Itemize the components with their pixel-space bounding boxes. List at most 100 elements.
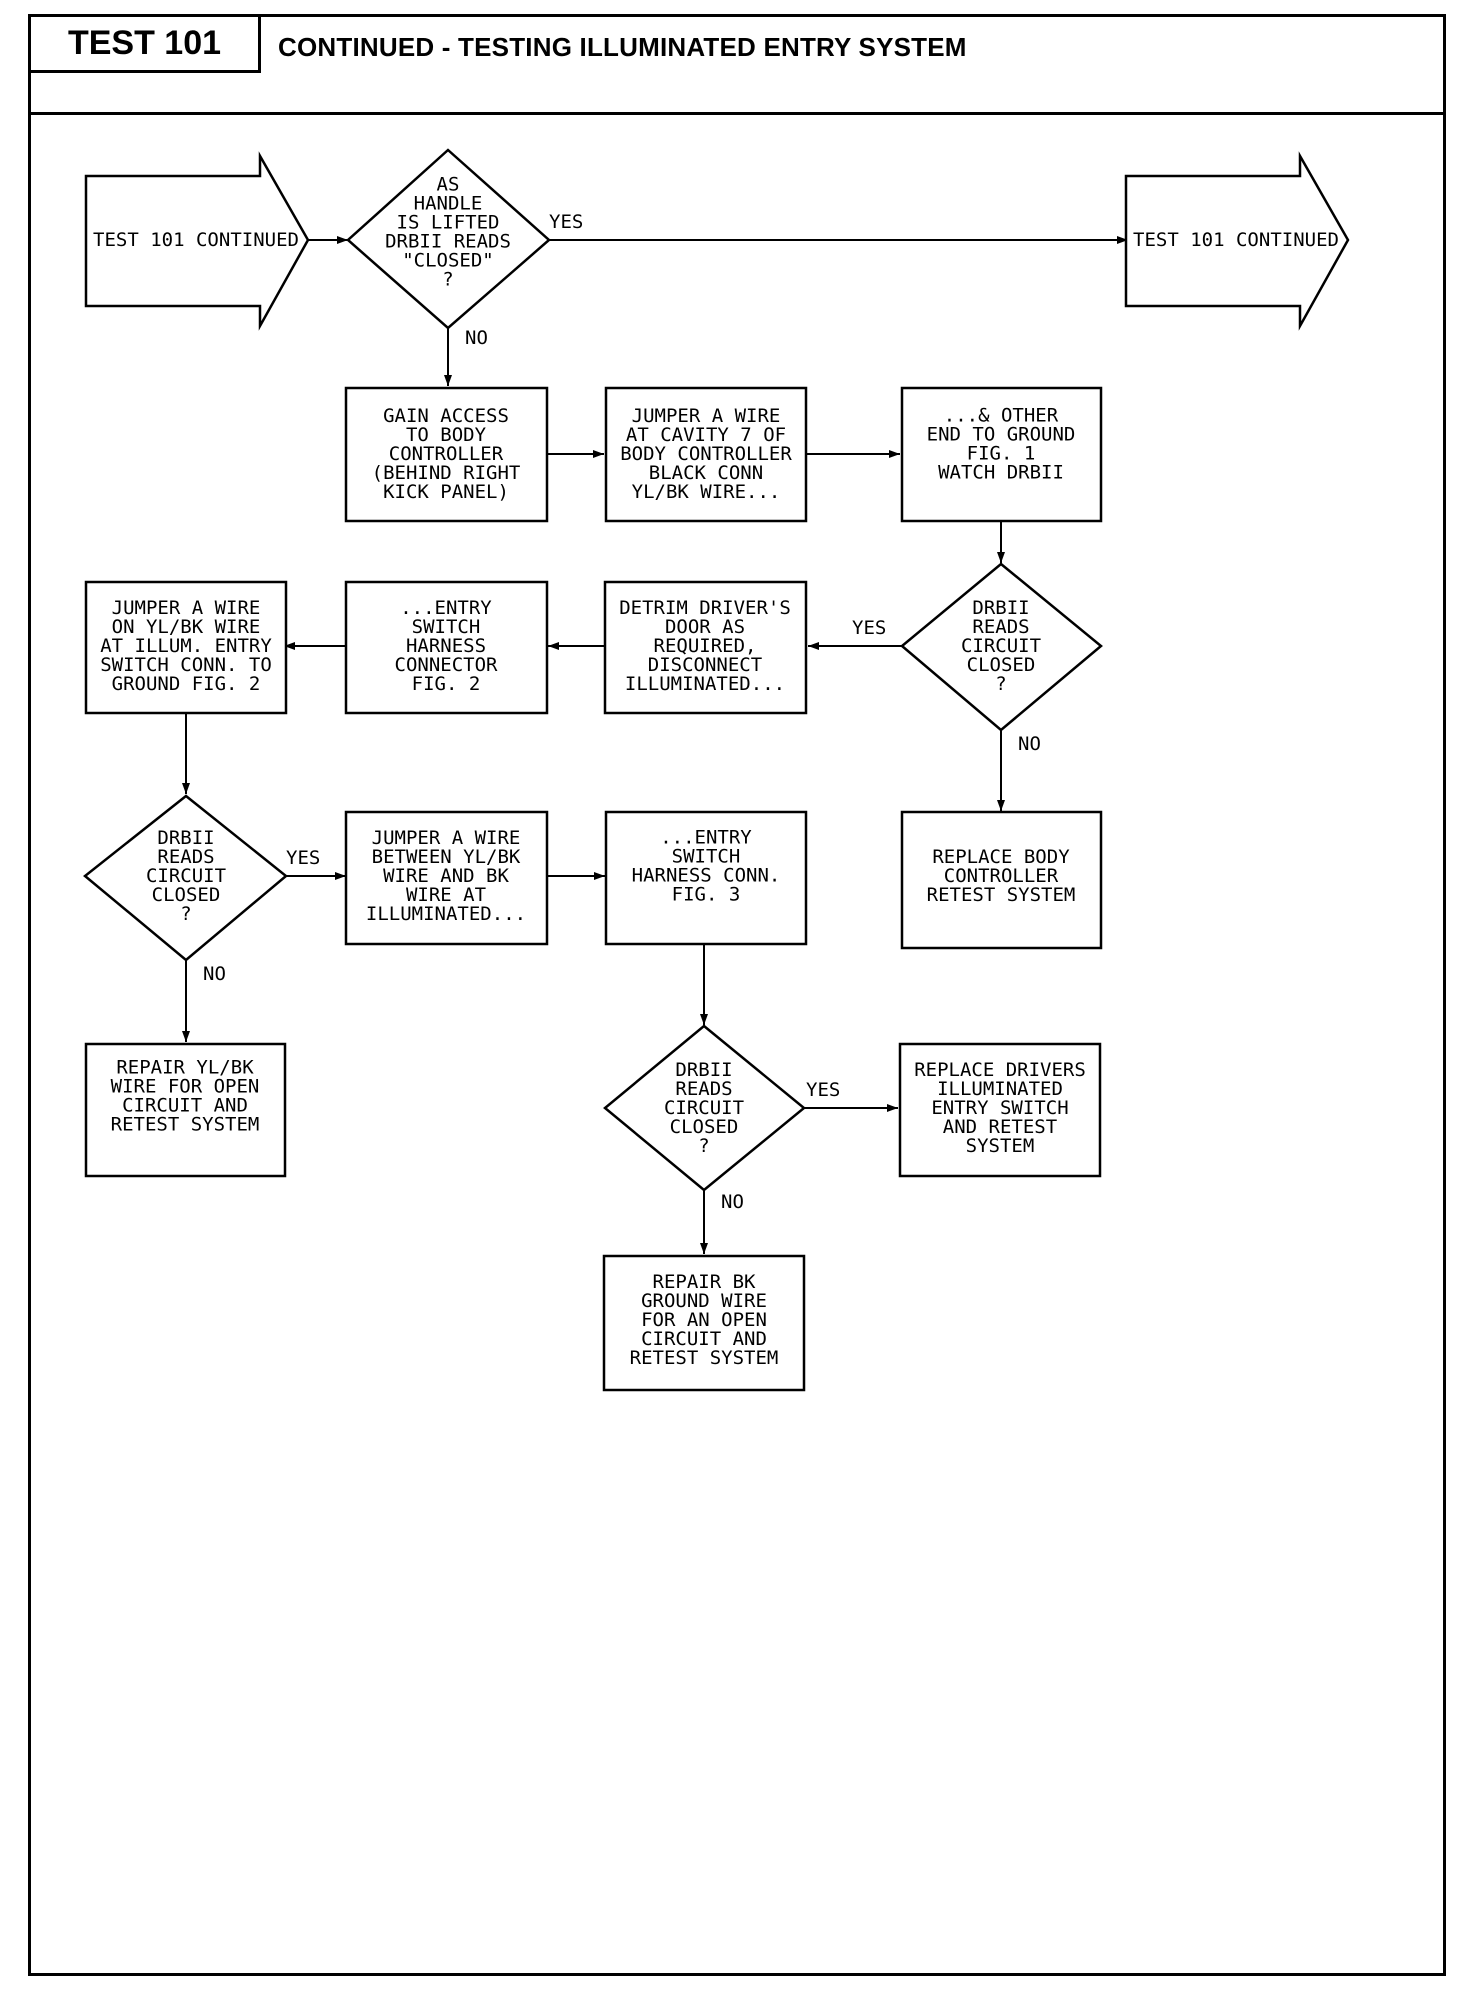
- text-line: ...& OTHER: [944, 405, 1059, 427]
- end-connector-text: TEST 101 CONTINUED: [1133, 229, 1339, 251]
- text-line: CLOSED: [670, 1116, 739, 1138]
- text-line: REPLACE BODY: [932, 846, 1070, 868]
- detrim-box: [603, 580, 808, 715]
- text-line: (BEHIND RIGHT: [372, 462, 521, 484]
- header-bar: TEST 101 CONTINUED - TESTING ILLUMINATED…: [31, 17, 1443, 115]
- text-line: AND RETEST: [943, 1116, 1057, 1138]
- text-line: RETEST SYSTEM: [927, 884, 1076, 906]
- yes-label: YES: [549, 211, 583, 233]
- text-line: ILLUMINATED...: [625, 673, 785, 695]
- text-line: JUMPER A WIRE: [112, 597, 261, 619]
- text-line: KICK PANEL): [383, 481, 509, 503]
- text-line: AS: [437, 174, 460, 196]
- decision-handle-lifted: [346, 148, 551, 330]
- text-line: ENTRY SWITCH: [931, 1097, 1068, 1119]
- text-line: TEST 101 CONTINUED: [93, 229, 299, 251]
- start-connector-text: TEST 101 CONTINUED: [93, 229, 299, 251]
- text-line: WATCH DRBII: [938, 462, 1064, 484]
- repair-ylbk-box: [84, 1042, 287, 1178]
- text-line: REPLACE DRIVERS: [914, 1059, 1086, 1081]
- text-line: REQUIRED,: [654, 635, 757, 657]
- text-line: REPAIR BK: [653, 1271, 757, 1293]
- text-line: SWITCH: [672, 846, 741, 868]
- text-line: RETEST SYSTEM: [630, 1347, 779, 1369]
- text-line: CIRCUIT: [961, 635, 1041, 657]
- text-line: SWITCH: [412, 616, 481, 638]
- text-line: RETEST SYSTEM: [111, 1114, 260, 1136]
- text-line: ON YL/BK WIRE: [112, 616, 261, 638]
- text-line: DRBII: [675, 1059, 732, 1081]
- end-connector-arrow: [1124, 151, 1350, 331]
- text-line: WIRE FOR OPEN: [111, 1076, 260, 1098]
- no-label: NO: [721, 1191, 744, 1213]
- text-line: SWITCH CONN. TO: [100, 654, 272, 676]
- text-line: CONTROLLER: [389, 443, 504, 465]
- test-number-label: TEST 101: [31, 17, 261, 73]
- decision-circuit-closed-2: [83, 794, 288, 962]
- no-label: NO: [465, 327, 488, 349]
- text-line: CIRCUIT AND: [641, 1328, 767, 1350]
- jumper-between-box: [344, 810, 549, 946]
- entry-switch-conn-fig3-box: [604, 810, 808, 946]
- text-line: CLOSED: [967, 654, 1036, 676]
- text-line: ?: [180, 903, 191, 925]
- text-line: READS: [157, 846, 214, 868]
- text-line: IS LIFTED: [397, 212, 500, 234]
- text-line: ?: [442, 269, 453, 291]
- text-line: HANDLE: [414, 193, 483, 215]
- text-line: TO BODY: [406, 424, 487, 446]
- text-line: READS: [675, 1078, 732, 1100]
- text-line: ILLUMINATED...: [366, 903, 526, 925]
- replace-switch-box: [898, 1042, 1102, 1178]
- text-line: TEST 101 CONTINUED: [1133, 229, 1339, 251]
- repair-bk-box: [602, 1254, 806, 1392]
- text-line: HARNESS CONN.: [632, 865, 781, 887]
- text-line: JUMPER A WIRE: [632, 405, 781, 427]
- branch-labels: YES NO YES NO YES NO YES NO: [203, 211, 1041, 1213]
- text-line: WIRE AT: [406, 884, 486, 906]
- text-line: DISCONNECT: [648, 654, 762, 676]
- text-line: ...ENTRY: [660, 827, 752, 849]
- text-line: REPAIR YL/BK: [116, 1057, 254, 1079]
- node-texts: TEST 101 CONTINUED TEST 101 CONTINUED AS…: [93, 174, 1339, 1370]
- text-line: SYSTEM: [966, 1135, 1035, 1157]
- text-line: FIG. 3: [672, 884, 741, 906]
- text-line: ...ENTRY: [400, 597, 492, 619]
- jumper-cavity-box: [604, 386, 808, 523]
- yes-label: YES: [852, 617, 886, 639]
- text-line: WIRE AND BK: [383, 865, 509, 887]
- no-label: NO: [1018, 733, 1041, 755]
- decision-circuit-closed-1: [900, 562, 1103, 732]
- decision-circuit-closed-3: [603, 1024, 806, 1192]
- text-line: DRBII READS: [385, 231, 511, 253]
- no-label: NO: [203, 963, 226, 985]
- replace-body-controller-box: [900, 810, 1103, 950]
- page-title: CONTINUED - TESTING ILLUMINATED ENTRY SY…: [278, 32, 967, 62]
- text-line: JUMPER A WIRE: [372, 827, 521, 849]
- text-line: GAIN ACCESS: [383, 405, 509, 427]
- text-line: READS: [972, 616, 1029, 638]
- text-line: ?: [995, 673, 1006, 695]
- text-line: ILLUMINATED: [937, 1078, 1063, 1100]
- other-end-box: [900, 386, 1103, 523]
- text-line: CONTROLLER: [944, 865, 1059, 887]
- text-line: FIG. 2: [412, 673, 481, 695]
- text-line: CLOSED: [152, 884, 221, 906]
- jumper-illum-box: [84, 580, 288, 715]
- text-line: BODY CONTROLLER: [620, 443, 792, 465]
- start-connector-arrow: [84, 151, 310, 331]
- entry-switch-connector-box: [344, 580, 549, 715]
